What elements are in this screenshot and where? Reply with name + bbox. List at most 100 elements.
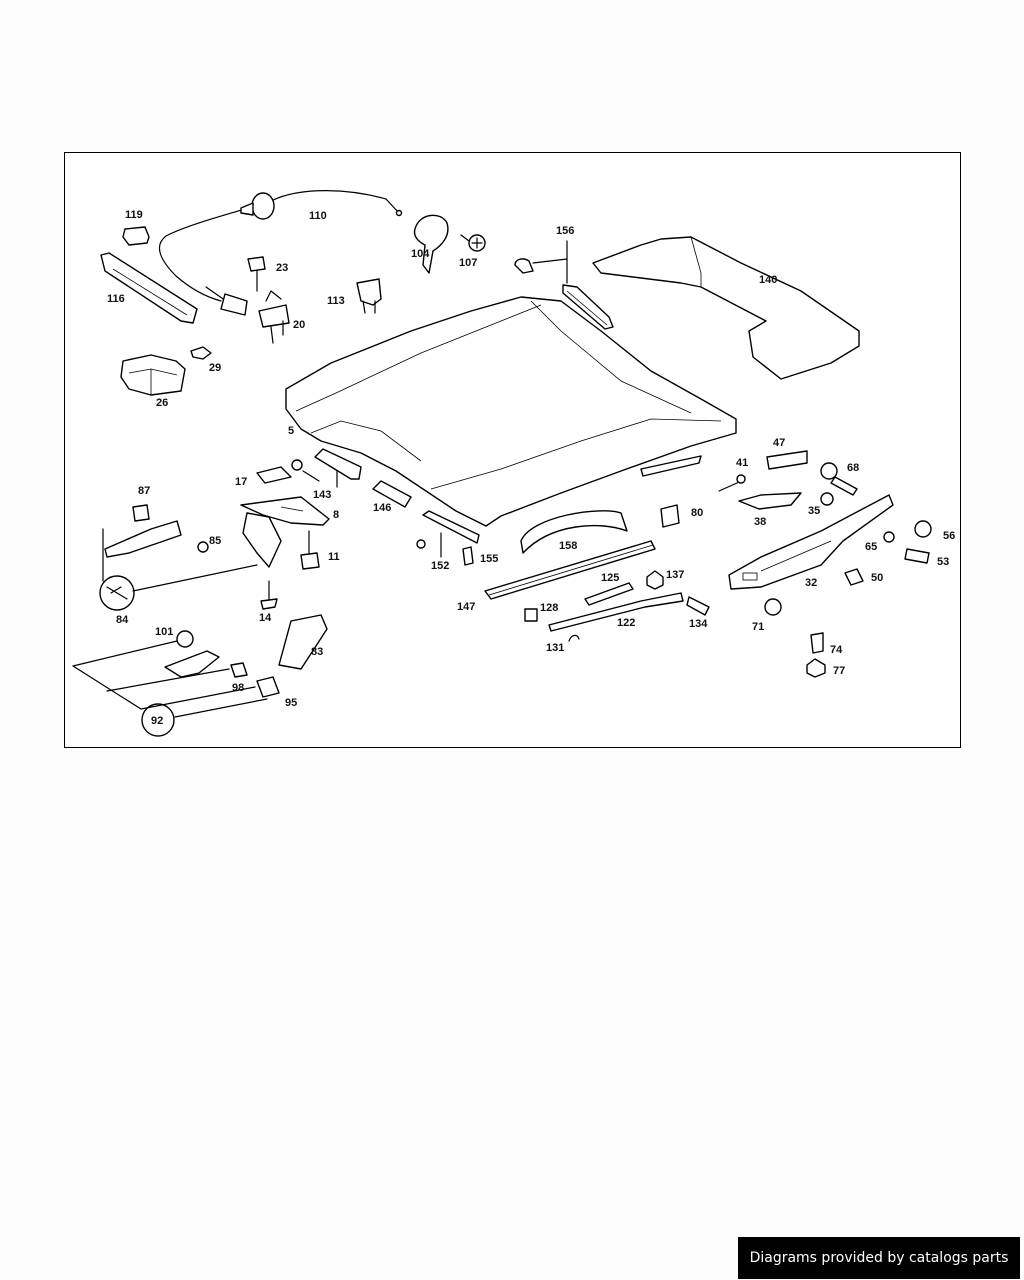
bolt-128	[524, 608, 538, 622]
part-label-85: 85	[209, 535, 221, 547]
part-label-116: 116	[107, 293, 125, 305]
part-label-5: 5	[288, 425, 294, 437]
part-label-17: 17	[235, 476, 247, 488]
part-label-155: 155	[480, 553, 498, 565]
bracket-47	[766, 450, 808, 470]
nut-plate-17	[256, 459, 320, 484]
bracket-38	[738, 492, 802, 510]
nut-56	[914, 520, 932, 538]
part-label-41: 41	[736, 457, 748, 469]
bolt-95	[256, 676, 280, 698]
clip-113	[356, 278, 382, 314]
part-label-50: 50	[871, 572, 883, 584]
part-label-14: 14	[259, 612, 272, 624]
part-label-128: 128	[540, 602, 558, 614]
grommet-119	[122, 226, 150, 246]
seal-rail-147	[484, 540, 656, 600]
part-label-53: 53	[937, 556, 949, 568]
bracket-83	[278, 614, 328, 670]
part-label-20: 20	[293, 319, 305, 331]
diagram-credit-text: Diagrams provided by catalogs parts	[749, 1250, 1009, 1266]
part-label-32: 32	[805, 577, 817, 589]
hood-panel-5	[285, 296, 737, 527]
hood-insulation-pad-140	[592, 236, 860, 380]
release-cable-110	[158, 190, 403, 316]
part-label-77: 77	[833, 665, 845, 677]
hinge-arm-32	[728, 494, 894, 590]
nut-101	[176, 630, 194, 648]
part-label-92: 92	[151, 715, 163, 727]
part-label-83: 83	[311, 646, 323, 658]
wrench-84	[99, 564, 258, 611]
part-label-137: 137	[666, 569, 684, 581]
nut-137	[646, 570, 664, 590]
part-label-152: 152	[431, 560, 449, 572]
parts-diagram-frame: 119 110 23 104 107 156 140 116 113 20 29…	[64, 152, 961, 748]
spring-41	[718, 474, 746, 492]
part-label-125: 125	[601, 572, 619, 584]
part-label-23: 23	[276, 262, 288, 274]
part-label-131: 131	[546, 642, 564, 654]
screw-14	[260, 580, 278, 610]
gas-strut-122	[548, 592, 684, 632]
part-label-95: 95	[285, 697, 297, 709]
rail-116	[100, 252, 198, 324]
screw-11	[300, 530, 320, 570]
bolt-23	[247, 256, 266, 292]
seal-156	[514, 240, 614, 330]
part-label-71: 71	[752, 621, 764, 633]
part-label-119: 119	[125, 209, 143, 221]
insulation-158	[520, 510, 628, 554]
bolt-53	[904, 548, 930, 564]
part-label-134: 134	[689, 618, 708, 630]
bracket-125	[584, 582, 634, 606]
part-label-122: 122	[617, 617, 635, 629]
clip-80	[660, 504, 680, 528]
bracket-26	[120, 354, 186, 396]
part-label-156: 156	[556, 225, 574, 237]
part-label-101: 101	[155, 626, 173, 638]
release-handle-104	[413, 214, 449, 274]
part-label-107: 107	[459, 257, 477, 269]
part-label-104: 104	[411, 248, 430, 260]
part-label-140: 140	[759, 274, 777, 286]
support-87	[132, 504, 150, 522]
nut-65	[883, 531, 895, 543]
strip-152	[416, 510, 480, 558]
part-label-26: 26	[156, 397, 168, 409]
part-label-80: 80	[691, 507, 703, 519]
part-label-110: 110	[309, 210, 327, 222]
stay-85	[102, 520, 209, 582]
part-label-113: 113	[327, 295, 345, 307]
diagram-credit-banner: Diagrams provided by catalogs parts	[738, 1237, 1020, 1279]
ball-stud-134	[686, 596, 710, 616]
screw-107	[460, 234, 486, 252]
part-label-147: 147	[457, 601, 475, 613]
nut-71	[764, 598, 782, 616]
bolt-68	[820, 462, 858, 496]
part-label-87: 87	[138, 485, 150, 497]
bushing-98	[230, 662, 248, 678]
part-label-84: 84	[116, 614, 129, 626]
clip-131	[568, 634, 580, 642]
part-label-35: 35	[808, 505, 820, 517]
part-label-65: 65	[865, 541, 877, 553]
part-label-11: 11	[328, 551, 340, 563]
bolt-74	[810, 632, 824, 654]
part-label-74: 74	[830, 644, 843, 656]
part-label-38: 38	[754, 516, 766, 528]
part-label-8: 8	[333, 509, 339, 521]
catch-20	[258, 290, 290, 344]
plug-29	[190, 346, 212, 360]
part-label-56: 56	[943, 530, 955, 542]
bump-stop-143	[314, 448, 362, 488]
bushing-50	[844, 568, 864, 586]
washer-35	[820, 492, 834, 506]
part-label-158: 158	[559, 540, 577, 552]
part-label-143: 143	[313, 489, 331, 501]
part-label-47: 47	[773, 437, 785, 449]
exploded-parts-diagram: 119 110 23 104 107 156 140 116 113 20 29…	[72, 190, 955, 737]
kit-92-callout	[72, 640, 268, 737]
rod-146	[372, 480, 412, 508]
latch-92-part	[164, 650, 220, 678]
